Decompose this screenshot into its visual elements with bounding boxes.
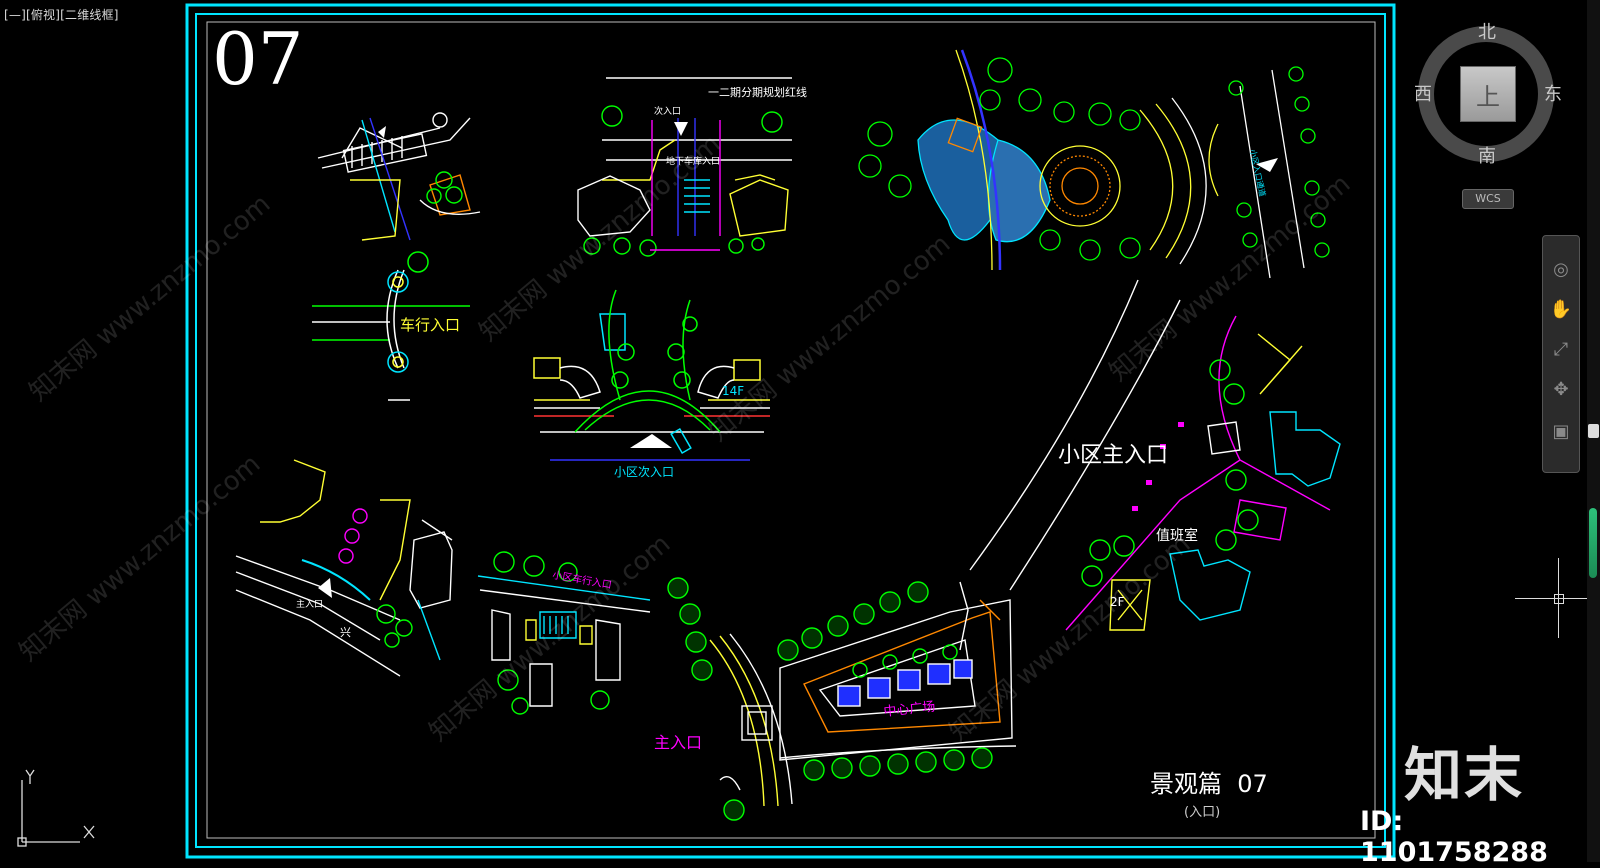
label-underground-garage: 地下车库入口 [666,155,720,167]
zoom-icon[interactable]: ⤢ [1553,339,1569,360]
label-14f: 14F [722,384,744,398]
scrollbar-thumb[interactable] [1588,424,1599,438]
brand-logo: 知末 [1404,741,1525,809]
sheet-frame-white [206,21,1376,839]
sheet-frame-inner [195,13,1386,848]
compass-west[interactable]: 西 [1414,84,1432,105]
showmotion-icon[interactable]: ▣ [1552,421,1570,442]
label-2f: 2F [1110,595,1125,609]
label-vehicle-entrance: 车行入口 [400,316,460,334]
pan-icon[interactable]: ✋ [1549,299,1573,320]
compass-south[interactable]: 南 [1478,146,1496,167]
plan-community-secondary-entrance[interactable]: 14F 小区次入口 [533,289,770,479]
label-road-mark: 兴 [340,626,351,639]
label-secondary-entrance: 次入口 [654,105,681,117]
sheet-number: 07 [212,17,304,101]
label-community-main-entrance: 小区主入口 [1058,443,1168,468]
plan-top-left[interactable] [317,112,481,241]
plan-central-plaza[interactable]: 中心广场 主入口 [654,577,1017,821]
crosshair-pickbox [1554,594,1564,604]
label-main-entrance: 主入口 [654,733,702,752]
plan-vehicle-entrance[interactable]: 车行入口 [312,251,470,401]
label-guard-room: 值班室 [1156,527,1198,544]
scroll-indicator[interactable] [1589,508,1597,578]
view-cube[interactable]: 北 南 西 东 上 [1408,22,1564,178]
label-central-plaza: 中心广场 [883,700,936,720]
label-main-entrance-small: 主入口 [296,598,323,610]
crosshair-cursor-vertical [1558,558,1559,638]
plan-community-vehicle-entrance[interactable]: 小区车行入口 [477,551,651,715]
sheet-frame-outer [185,3,1396,859]
wcs-menu-button[interactable]: WCS [1462,189,1514,209]
orbit-icon[interactable]: ✥ [1553,379,1569,400]
label-community-entrance-side: 小区入口通道 [1248,148,1268,197]
steering-wheel-icon[interactable]: ◎ [1553,259,1569,280]
label-community-secondary-entrance: 小区次入口 [614,465,674,479]
drawing-title: 景观篇 07 [1150,770,1268,798]
navigation-bar: ◎ ✋ ⤢ ✥ ▣ [1542,235,1580,473]
plan-community-main-entrance[interactable]: 小区主入口 值班室 2F [969,279,1341,631]
viewport-controls-label[interactable]: [—][俯视][二维线框] [4,8,119,22]
drawing-subtitle: (入口) [1184,805,1220,820]
compass-north[interactable]: 北 [1478,22,1496,43]
plan-pond-plaza[interactable]: 小区入口通道 [858,49,1330,279]
ucs-icon [17,769,95,847]
brand-id: ID: 1101758288 [1360,806,1548,868]
plan-secondary-entrance[interactable]: 一二期分期规划红线 次入口 地下车库入口 [577,77,807,257]
label-phase-red-line: 一二期分期规划红线 [708,85,807,99]
plan-bottom-left-entrance[interactable]: 主入口 兴 [235,459,453,677]
cube-face-top[interactable]: 上 [1460,66,1516,122]
crosshair-cursor-horizontal [1515,598,1587,599]
compass-ring[interactable] [1408,22,1564,178]
compass-east[interactable]: 东 [1544,84,1562,105]
